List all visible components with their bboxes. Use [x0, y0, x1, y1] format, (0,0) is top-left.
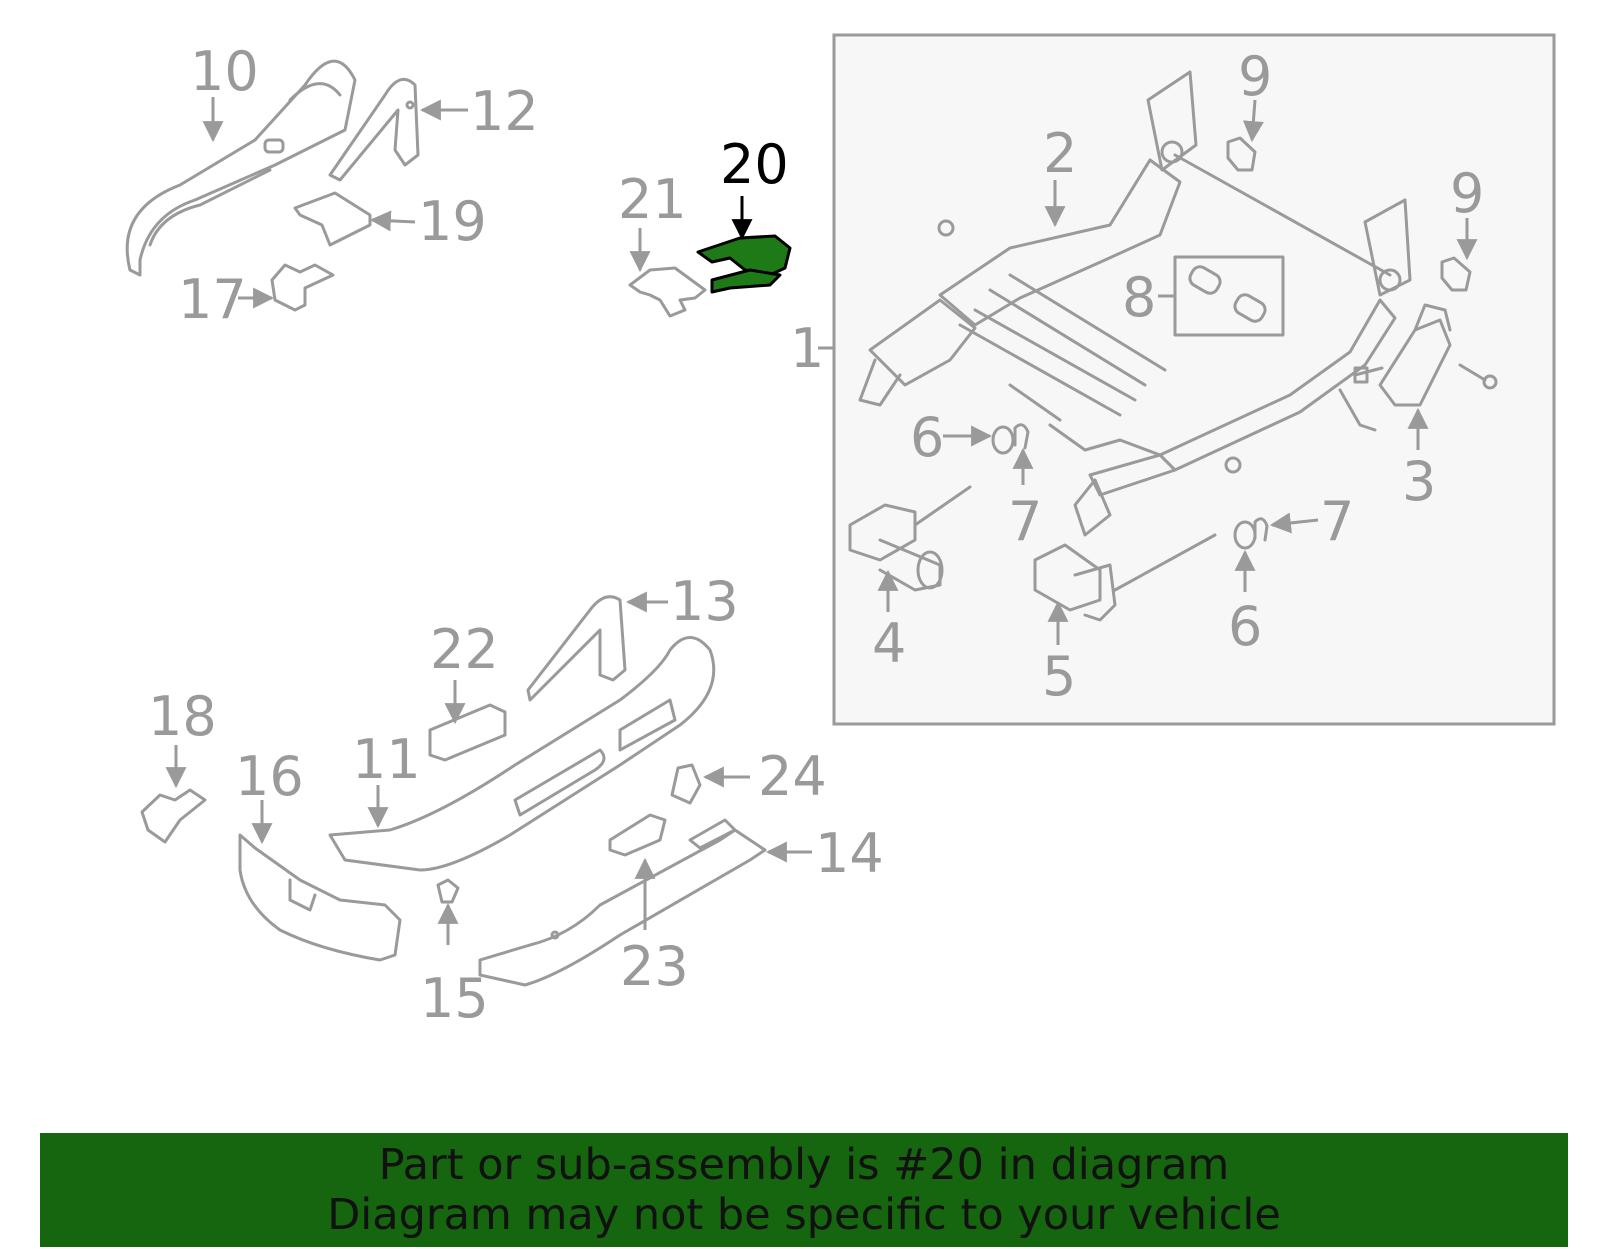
part-9-clip-b: [1440, 256, 1472, 292]
part-20-bracket-highlighted: [696, 234, 792, 294]
part-23-pad: [608, 813, 667, 857]
part-3-motor: [1353, 303, 1498, 407]
part-11-side-shield: [328, 636, 716, 872]
callout-4: 4: [872, 612, 906, 675]
part-7-clip-b: [1253, 517, 1269, 542]
part-13-bracket: [526, 595, 627, 702]
callout-6a: 6: [910, 406, 944, 469]
callout-14: 14: [815, 822, 884, 885]
part-21-bracket: [628, 266, 707, 318]
callout-11: 11: [352, 728, 421, 791]
callout-21: 21: [618, 168, 687, 231]
callout-6b: 6: [1228, 595, 1262, 658]
callout-20-highlighted: 20: [720, 133, 789, 196]
part-7-clip-a: [1013, 423, 1030, 450]
callout-22: 22: [430, 618, 499, 681]
part-2-seat-frame: [858, 70, 1412, 537]
callout-7b: 7: [1320, 490, 1354, 553]
callout-13: 13: [670, 570, 739, 633]
part-4-motor: [848, 485, 972, 592]
part-12-bracket: [328, 77, 420, 182]
part-10-cover: [125, 59, 357, 277]
callout-16: 16: [235, 745, 304, 808]
callout-1: 1: [790, 317, 824, 380]
part-9-clip-a: [1226, 136, 1257, 172]
banner-line-part-number: Part or sub-assembly is #20 in diagram: [378, 1140, 1230, 1190]
callout-18: 18: [148, 685, 217, 748]
info-banner: Part or sub-assembly is #20 in diagram D…: [40, 1133, 1568, 1247]
part-19-bracket: [293, 191, 372, 247]
part-8-bushings: [1188, 265, 1267, 323]
callout-19: 19: [418, 190, 487, 253]
part-15-clip: [436, 878, 460, 904]
part-5-motor: [1033, 533, 1217, 622]
callout-12: 12: [470, 80, 539, 143]
part-24-cap: [670, 763, 702, 805]
callout-3: 3: [1402, 450, 1436, 513]
part-17-bracket: [270, 263, 335, 312]
leader-lines: [165, 97, 1478, 945]
callout-17: 17: [178, 268, 247, 331]
callout-23: 23: [620, 935, 689, 998]
callout-8: 8: [1122, 266, 1156, 329]
callout-15: 15: [420, 967, 489, 1030]
callout-24: 24: [758, 745, 827, 808]
callout-10: 10: [190, 40, 259, 103]
callout-5: 5: [1042, 645, 1076, 708]
banner-line-disclaimer: Diagram may not be specific to your vehi…: [327, 1190, 1281, 1240]
callout-7a: 7: [1008, 490, 1042, 553]
callout-9b: 9: [1450, 162, 1484, 225]
part-6-washer-a: [991, 425, 1015, 455]
parts-diagram: 1 2 3 4 5 6 6 7 7 8 9 9 10 11 12 13 14 1…: [125, 33, 1556, 1030]
callout-2: 2: [1043, 122, 1077, 185]
part-18-clip: [140, 788, 207, 844]
part-16-shield: [238, 833, 402, 962]
part-22-switch: [428, 703, 507, 762]
callout-9a: 9: [1238, 45, 1272, 108]
part-14-track-cover: [478, 818, 767, 987]
